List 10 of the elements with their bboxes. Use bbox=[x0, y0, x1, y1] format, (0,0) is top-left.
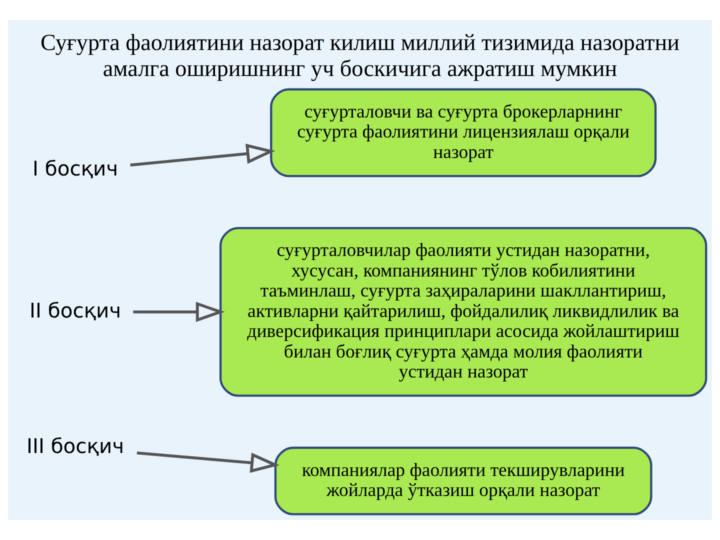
diagram-title: Суғурта фаолиятини назорат килиш миллий тизимида назоратни амалга оширишнинг уч боскичига ажратиш мумкин bbox=[40, 30, 680, 82]
arrow bbox=[136, 452, 280, 473]
node-box: суғурталовчилар фаолияти устидан назоратни, хусусан, компаниянинг тўлов кобилиятини таъминлаш, суғурта заҳираларини шакллантириш, активларни қайтарилиш, фойдалилиқ ликвидлилик ва диверсификация принциплари асосида жойлаштириш билан боғлиқ суғурта ҳамда молия фаолияти устидан назорат bbox=[219, 227, 708, 397]
node-box: суғурталовчи ва суғурта брокерларнинг суғурта фаолиятини лицензиялаш орқали назорат bbox=[270, 88, 657, 178]
node-text: I босқич bbox=[32, 156, 118, 181]
arrow bbox=[130, 144, 276, 166]
node-box: компаниялар фаолияти текширувларини жойларда ўтказиш орқали назорат bbox=[274, 446, 652, 516]
node-text: II босқич bbox=[30, 298, 122, 322]
arrow bbox=[133, 302, 225, 322]
node-text: III босқич bbox=[26, 434, 124, 458]
